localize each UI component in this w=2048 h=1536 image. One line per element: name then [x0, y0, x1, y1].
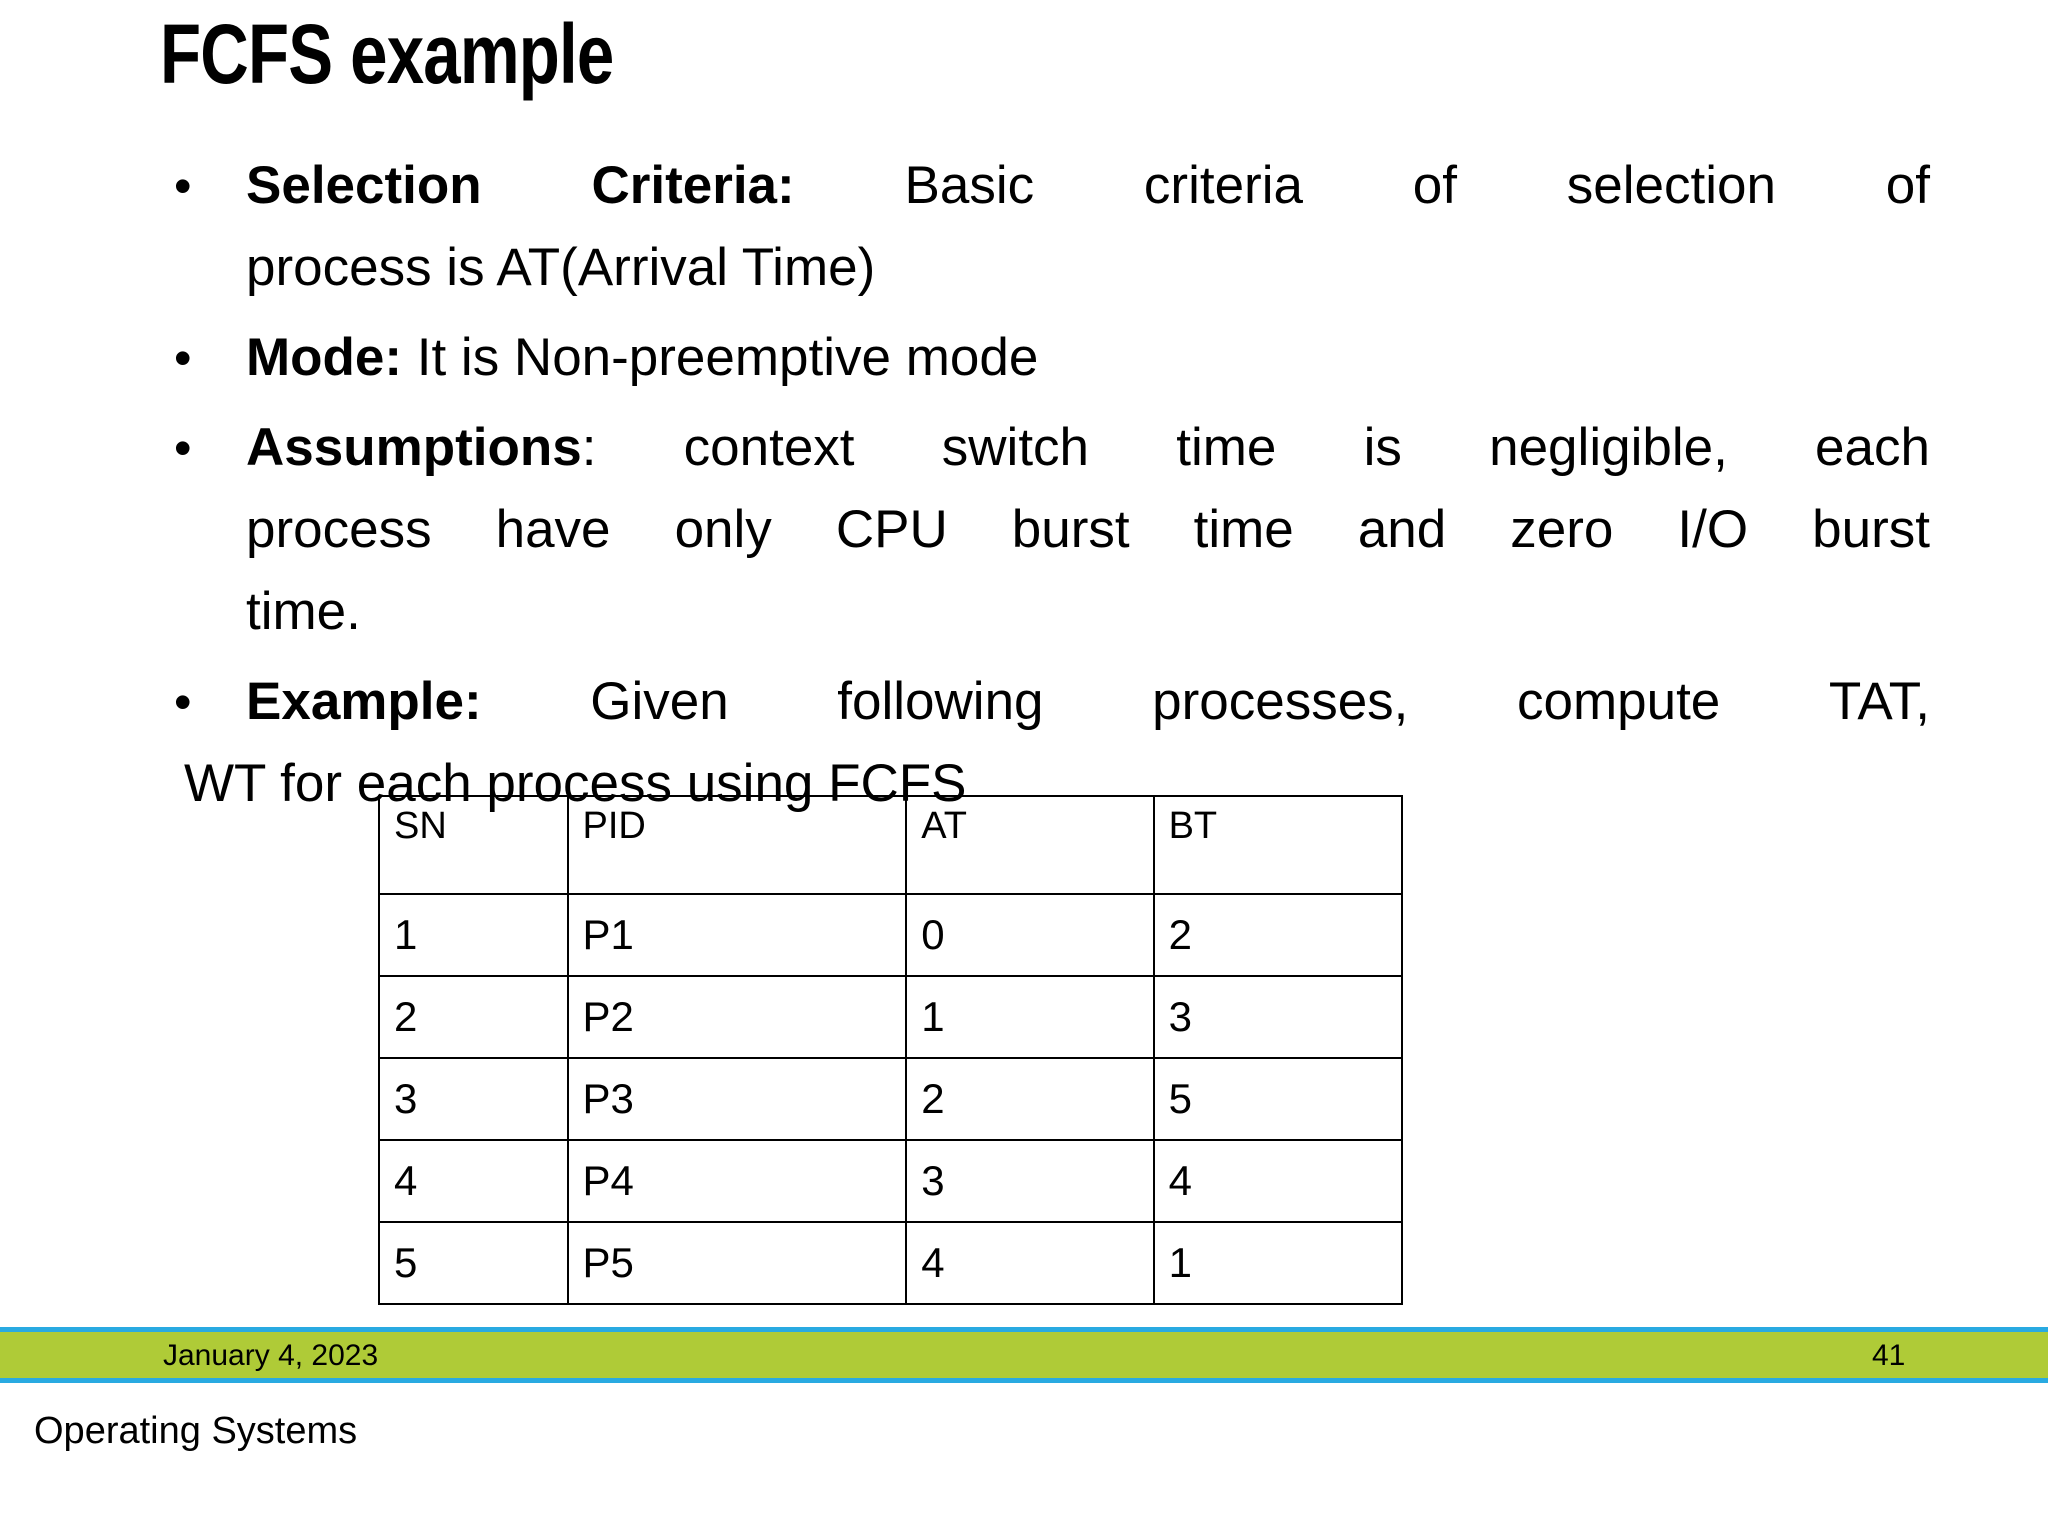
- cell-pid: P2: [566, 975, 908, 1059]
- bullet-word: only: [674, 500, 772, 559]
- bullet-rest-mode: It is Non-preemptive mode: [402, 328, 1039, 387]
- table-header-at: AT: [905, 795, 1155, 895]
- bullet-word: time: [1176, 418, 1277, 477]
- cell-pid: P5: [566, 1221, 908, 1305]
- bullet-word: process: [246, 500, 432, 559]
- bullet-marker-icon: •: [174, 674, 192, 730]
- bullet-word: CPU: [835, 500, 948, 559]
- cell-pid: P1: [566, 893, 908, 977]
- bullet-word: time: [1193, 500, 1294, 559]
- bullet-word: selection: [1566, 156, 1776, 215]
- bullet-marker-icon: •: [174, 330, 192, 386]
- bullet-word: each: [1815, 418, 1930, 477]
- table-row: 5 P5 4 1: [378, 1221, 1404, 1305]
- cell-bt: 2: [1152, 893, 1404, 977]
- table-header-sn: SN: [378, 795, 569, 895]
- bullet-marker-icon: •: [174, 158, 192, 214]
- cell-at: 4: [905, 1221, 1155, 1305]
- cell-at: 0: [905, 893, 1155, 977]
- cell-bt: 4: [1152, 1139, 1404, 1223]
- bullet-word: and: [1357, 500, 1447, 559]
- bullet-word: context: [683, 418, 855, 477]
- bullet-word: burst: [1011, 500, 1130, 559]
- bullet-word: processes,: [1152, 672, 1409, 731]
- bullet-word: Given: [590, 672, 729, 731]
- cell-pid: P4: [566, 1139, 908, 1223]
- table-row: 3 P3 2 5: [378, 1057, 1404, 1141]
- cell-sn: 5: [378, 1221, 569, 1305]
- subject-label: Operating Systems: [34, 1410, 358, 1452]
- cell-bt: 1: [1152, 1221, 1404, 1305]
- cell-at: 1: [905, 975, 1155, 1059]
- cell-bt: 5: [1152, 1057, 1404, 1141]
- bullet-line: process is AT(Arrival Time): [246, 238, 876, 297]
- bullet-lead-selection-criteria-2: Criteria:: [591, 156, 795, 215]
- cell-at: 3: [905, 1139, 1155, 1223]
- bullet-word: negligible,: [1489, 418, 1728, 477]
- table-row: 4 P4 3 4: [378, 1139, 1404, 1223]
- table-header-row: SN PID AT BT: [378, 795, 1404, 895]
- cell-at: 2: [905, 1057, 1155, 1141]
- bullet-word: is: [1363, 418, 1402, 477]
- bullet-word: have: [495, 500, 611, 559]
- bullet-word: burst: [1812, 500, 1930, 559]
- bullet-word: of: [1412, 156, 1457, 215]
- footer-band: [0, 1327, 2048, 1383]
- cell-sn: 4: [378, 1139, 569, 1223]
- bullet-lead-mode: Mode:: [246, 328, 403, 387]
- bullet-word: compute: [1517, 672, 1721, 731]
- cell-sn: 2: [378, 975, 569, 1059]
- table-header-pid: PID: [566, 795, 908, 895]
- bullet-marker-icon: •: [174, 420, 192, 476]
- process-table: SN PID AT BT 1 P1 0 2 2 P2 1 3 3 P3: [378, 795, 1404, 1305]
- bullet-item-mode: • Mode: It is Non-preemptive mode: [160, 317, 1930, 399]
- bullet-word: of: [1885, 156, 1930, 215]
- table-row: 2 P2 1 3: [378, 975, 1404, 1059]
- cell-bt: 3: [1152, 975, 1404, 1059]
- page-title: FCFS example: [160, 7, 614, 101]
- bullet-lead-assumptions: Assumptions: [246, 418, 582, 477]
- bullet-word: following: [837, 672, 1044, 731]
- bullet-item-selection-criteria: • Selection Criteria: Basic criteria of …: [160, 145, 1930, 309]
- table-header-bt: BT: [1152, 795, 1404, 895]
- bullet-word: I/O: [1677, 500, 1749, 559]
- cell-sn: 3: [378, 1057, 569, 1141]
- bullet-word: criteria: [1143, 156, 1303, 215]
- bullet-text-selection-criteria: Selection Criteria: Basic criteria of se…: [246, 145, 1930, 309]
- bullet-word: TAT,: [1828, 672, 1930, 731]
- bullet-text-mode: Mode: It is Non-preemptive mode: [246, 317, 1930, 399]
- bullet-text-assumptions: Assumptions: context switch time is negl…: [246, 407, 1930, 653]
- bullet-line: time.: [246, 582, 361, 641]
- footer-date: January 4, 2023: [163, 1339, 379, 1372]
- table-row: 1 P1 0 2: [378, 893, 1404, 977]
- footer-page-number: 41: [1872, 1339, 1906, 1372]
- bullet-word: switch: [941, 418, 1090, 477]
- cell-pid: P3: [566, 1057, 908, 1141]
- bullet-lead-example: Example:: [246, 672, 482, 731]
- bullet-word: zero: [1510, 500, 1614, 559]
- bullet-list: • Selection Criteria: Basic criteria of …: [160, 145, 1930, 833]
- bullet-lead-selection-criteria: Selection: [246, 156, 482, 215]
- bullet-word: Basic: [904, 156, 1035, 215]
- bullet-item-assumptions: • Assumptions: context switch time is ne…: [160, 407, 1930, 653]
- cell-sn: 1: [378, 893, 569, 977]
